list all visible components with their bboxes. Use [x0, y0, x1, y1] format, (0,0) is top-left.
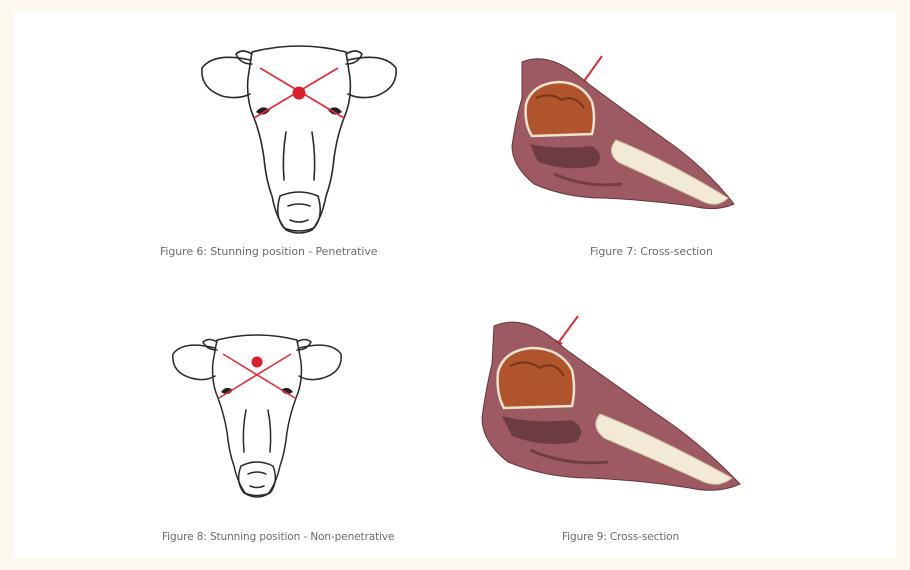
figure-6-cow-head: [194, 38, 404, 238]
cow-head-drawing-small: [167, 328, 347, 502]
figure-6-caption: Figure 6: Stunning position - Penetrativ…: [160, 245, 377, 258]
figure-9-cross-section: [470, 310, 750, 500]
figure-7-cross-section: [496, 48, 746, 218]
cross-section-drawing: [470, 310, 750, 500]
stun-point-marker: [293, 87, 306, 100]
cross-section-drawing: [496, 48, 746, 218]
figure-9-caption: Figure 9: Cross-section: [562, 531, 679, 543]
brain-cavity: [526, 82, 594, 136]
figure-8-cow-head: [167, 328, 347, 502]
brain-cavity: [498, 348, 574, 408]
cow-head-drawing: [194, 38, 404, 238]
stun-point-marker: [252, 357, 263, 368]
figure-panel: Figure 6: Stunning position - Penetrativ…: [14, 12, 896, 558]
figure-7-caption: Figure 7: Cross-section: [590, 245, 713, 258]
figure-8-caption: Figure 8: Stunning position - Non-penetr…: [162, 531, 394, 543]
